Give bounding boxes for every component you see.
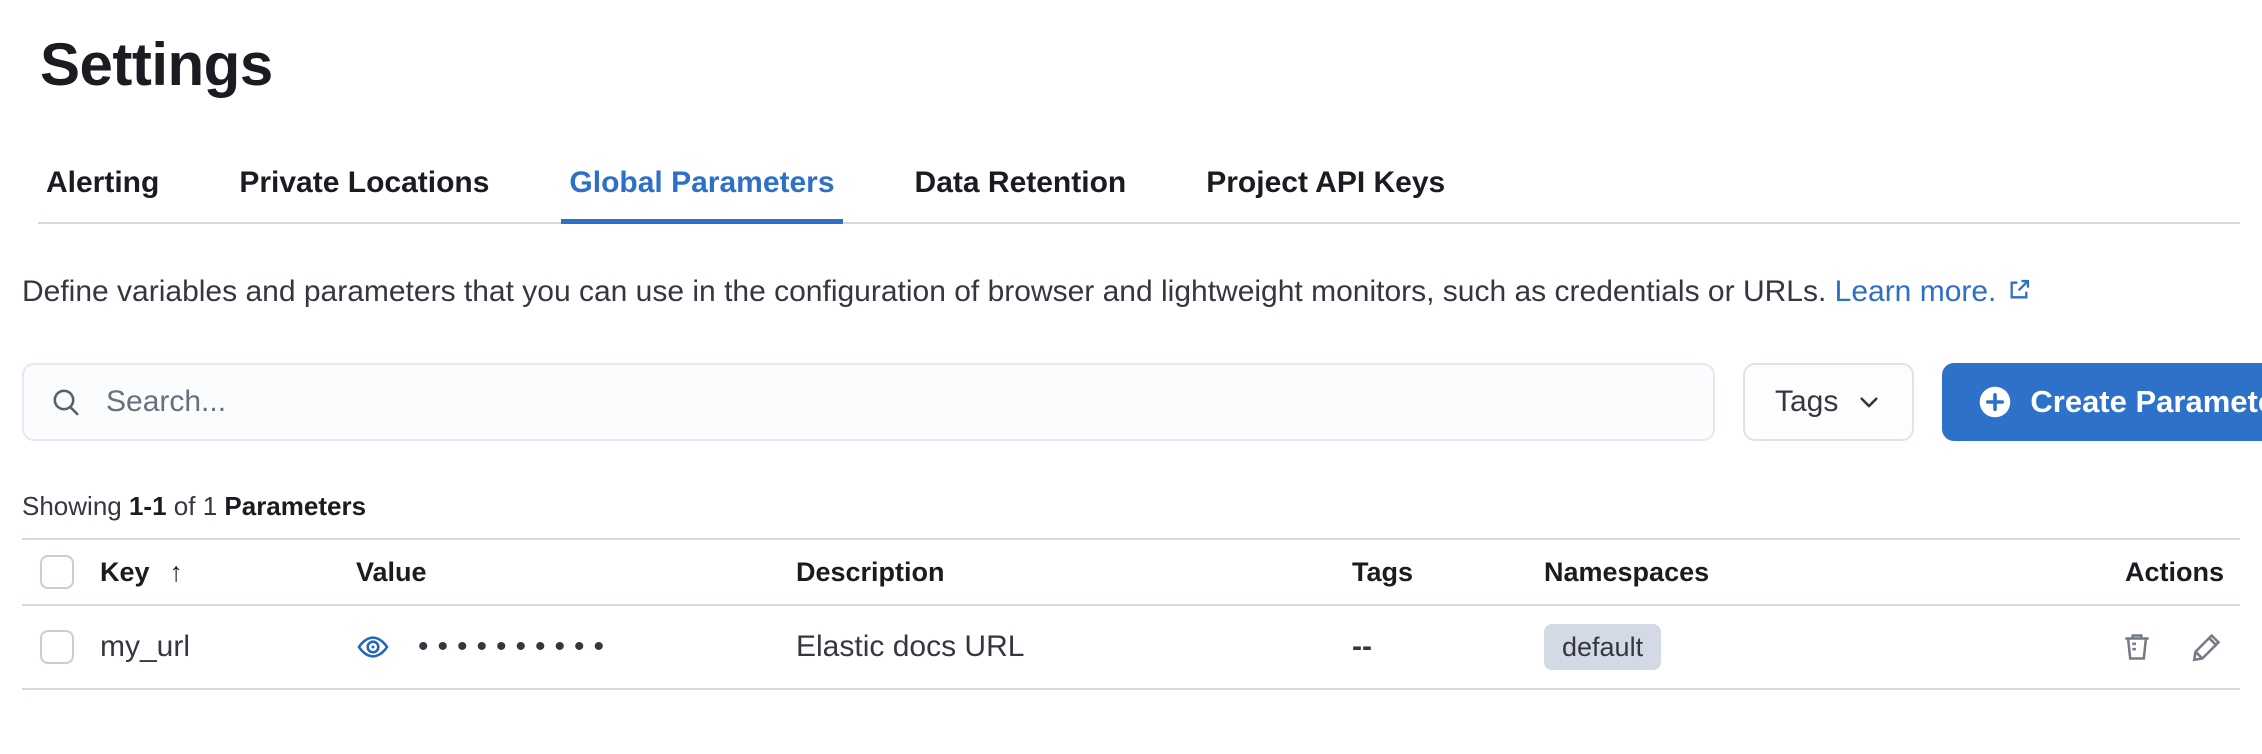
reveal-value-button[interactable] <box>356 630 390 664</box>
eye-icon <box>356 636 390 667</box>
column-header-tags: Tags <box>1352 556 1414 587</box>
key-cell: my_url <box>100 630 191 663</box>
results-range: 1-1 <box>128 491 167 521</box>
column-header-description: Description <box>796 556 945 587</box>
column-header-actions: Actions <box>2124 556 2224 587</box>
results-summary: Showing 1-1 of 1 Parameters <box>22 491 367 521</box>
tags-cell: -- <box>1352 630 1372 663</box>
tags-filter-button[interactable]: Tags <box>1743 363 1915 441</box>
table-row: my_url •••••••••• Elastic docs URL -- de… <box>22 606 2240 690</box>
tab-global-parameters[interactable]: Global Parameters <box>561 166 843 224</box>
learn-more-link[interactable]: Learn more. <box>1835 275 2033 308</box>
trash-icon <box>2120 634 2154 667</box>
parameters-table: Key ↑ Value Description Tags Namespaces … <box>22 538 2240 690</box>
pencil-icon <box>2190 633 2224 667</box>
namespaces-cell: default <box>1544 623 2100 671</box>
plus-in-circle-icon <box>1978 385 2012 419</box>
namespace-badge: default <box>1544 623 1662 671</box>
tab-alerting[interactable]: Alerting <box>46 166 160 199</box>
external-link-icon <box>2006 270 2032 317</box>
tab-private-locations[interactable]: Private Locations <box>239 166 490 199</box>
page-description: Define variables and parameters that you… <box>22 268 2240 317</box>
chevron-down-icon <box>1856 389 1882 415</box>
search-input[interactable] <box>104 384 1687 420</box>
column-header-key[interactable]: Key ↑ <box>100 556 184 587</box>
results-entity: Parameters <box>224 491 367 521</box>
edit-parameter-button[interactable] <box>2190 630 2224 664</box>
column-header-namespaces: Namespaces <box>1544 556 1710 587</box>
tab-bar: Alerting Private Locations Global Parame… <box>38 166 2240 224</box>
page-title: Settings <box>40 31 273 98</box>
table-header-row: Key ↑ Value Description Tags Namespaces … <box>22 538 2240 606</box>
row-checkbox[interactable] <box>40 630 74 664</box>
masked-value: •••••••••• <box>418 630 614 663</box>
sort-ascending-icon: ↑ <box>169 556 184 587</box>
value-cell: •••••••••• <box>356 630 796 664</box>
select-all-checkbox[interactable] <box>40 555 74 589</box>
toolbar: Tags Create Parameter <box>22 363 2262 441</box>
description-text: Define variables and parameters that you… <box>22 275 1827 308</box>
actions-cell <box>2100 630 2240 664</box>
create-parameter-button[interactable]: Create Parameter <box>1942 363 2262 441</box>
search-box[interactable] <box>22 363 1715 441</box>
tab-project-api-keys[interactable]: Project API Keys <box>1206 166 1446 199</box>
description-cell: Elastic docs URL <box>796 630 1025 663</box>
search-icon <box>50 386 82 418</box>
column-header-value: Value <box>356 556 427 587</box>
tab-data-retention[interactable]: Data Retention <box>914 166 1127 199</box>
delete-parameter-button[interactable] <box>2120 630 2154 664</box>
